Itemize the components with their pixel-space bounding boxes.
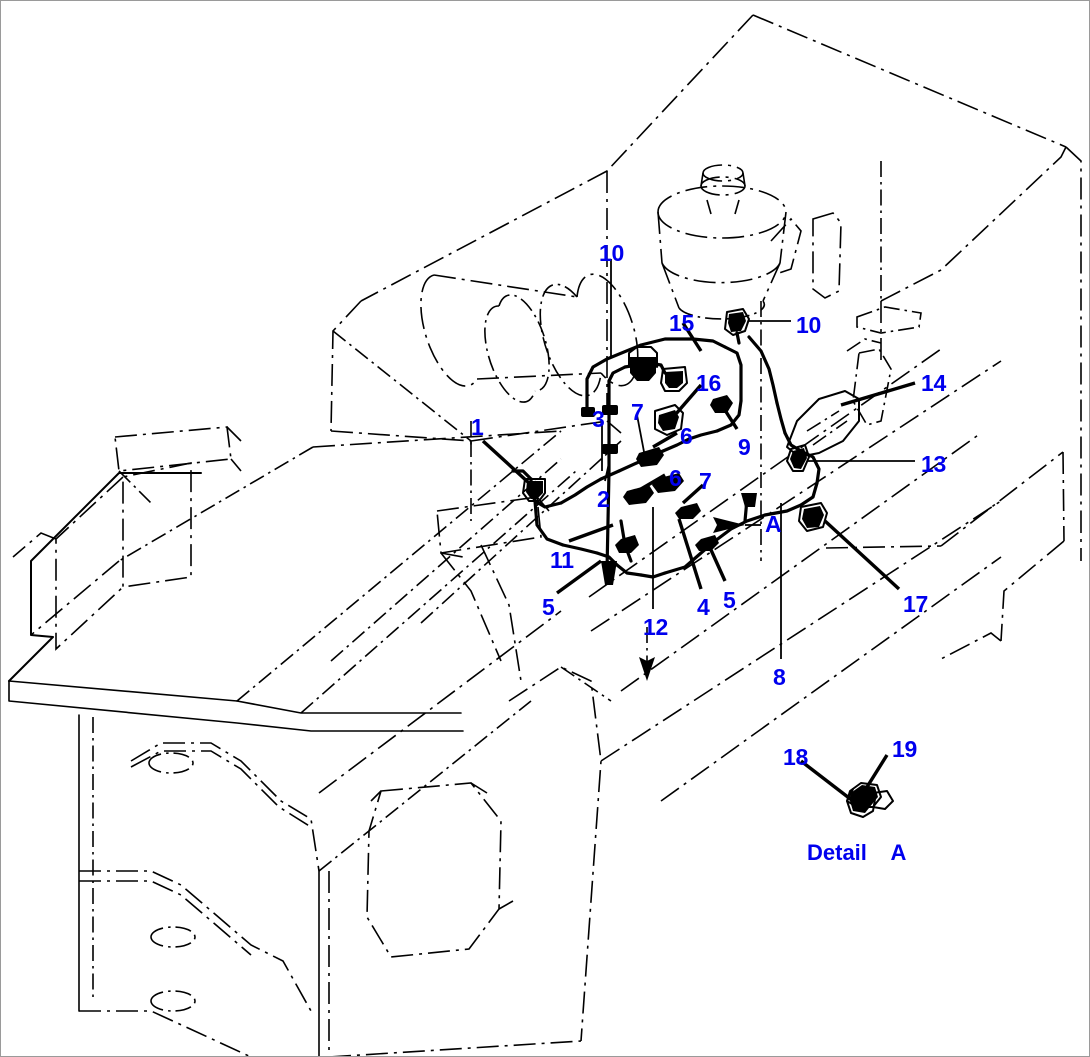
callout-7-lower: 7 [699,468,712,494]
detail-a-part [846,782,894,818]
leader-lines [481,259,916,803]
callout-6-upper: 6 [680,423,693,449]
engine-cover [330,170,622,521]
wiring-harness [511,308,860,585]
callout-5-right: 5 [723,587,736,613]
callout-9: 9 [738,434,751,460]
callout-14: 14 [921,370,946,396]
callout-6-lower: 6 [669,465,682,491]
air-cleaner-drum [420,273,639,403]
callout-10-right: 10 [796,312,821,338]
machine-hood-outline [606,14,1082,660]
callout-7-upper: 7 [631,399,644,425]
section-arrow-letter: A [765,511,782,537]
track-frame [78,610,612,1056]
callout-8: 8 [773,664,786,690]
view-direction-arrow [639,627,655,681]
callout-19: 19 [892,736,917,762]
callout-4: 4 [697,594,710,620]
callout-18: 18 [783,744,808,770]
callout-17: 17 [903,591,928,617]
callout-1: 1 [471,414,484,440]
reservoir-tank [657,164,842,320]
detail-a-caption: Detail A [807,840,907,865]
machine-deck [8,426,622,732]
ground-plane-lines [588,348,1002,802]
center-lines [470,161,882,561]
fan-blade [846,306,922,426]
callout-5-left: 5 [542,594,555,620]
callout-11: 11 [550,547,574,573]
callout-3: 3 [592,406,605,432]
callout-15: 15 [669,310,694,336]
callout-12: 12 [643,614,668,640]
section-arrow-a [713,517,761,533]
callout-13: 13 [921,451,946,477]
callout-10-top: 10 [599,240,624,266]
callout-16: 16 [696,370,721,396]
callout-2: 2 [597,486,610,512]
